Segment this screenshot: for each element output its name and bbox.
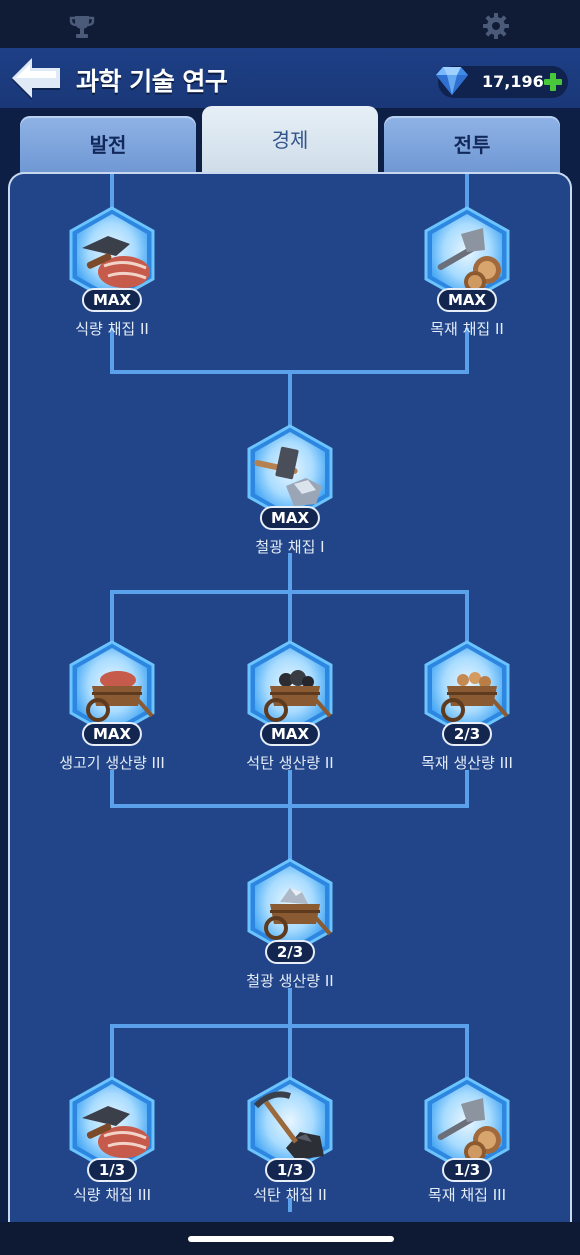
level-badge: 1/3 (265, 1158, 315, 1182)
tab-development[interactable]: 발전 (20, 116, 196, 174)
header: 과학 기술 연구 17,196 (0, 48, 580, 108)
currency-display: 17,196 (436, 66, 568, 98)
coal-cart-icon (246, 640, 334, 738)
tech-label: 목재 채집 II (430, 320, 504, 338)
tech-node-wood-gather-3[interactable]: 1/3 목재 채집 III (419, 1076, 515, 1204)
bottom-bar (0, 1222, 580, 1255)
level-badge: MAX (259, 506, 321, 530)
tech-label: 석탄 생산량 II (246, 754, 334, 772)
meat-cart-icon (68, 640, 156, 738)
tech-label: 식량 채집 II (75, 320, 149, 338)
tech-label: 식량 채집 III (72, 1186, 151, 1204)
level-badge: 2/3 (265, 940, 315, 964)
tech-node-coal-prod-2[interactable]: MAX 석탄 생산량 II (242, 640, 338, 772)
tab-economy[interactable]: 경제 (202, 106, 378, 174)
tech-node-iron-prod-2[interactable]: 2/3 철광 생산량 II (242, 858, 338, 990)
tech-label: 생고기 생산량 III (59, 754, 165, 772)
iron-cart-icon (246, 858, 334, 956)
tech-node-iron-gather-1[interactable]: MAX 철광 채집 I (242, 424, 338, 556)
tab-combat[interactable]: 전투 (384, 116, 560, 174)
add-currency-icon[interactable] (542, 71, 564, 93)
tech-node-coal-gather-2[interactable]: 1/3 석탄 채집 II (242, 1076, 338, 1204)
tech-label: 석탄 채집 II (253, 1186, 327, 1204)
level-badge: 1/3 (87, 1158, 137, 1182)
axe-log-icon (423, 1076, 511, 1174)
currency-value: 17,196 (482, 72, 544, 91)
tech-label: 목재 채집 III (427, 1186, 506, 1204)
level-badge: 2/3 (442, 722, 492, 746)
axe-log-icon (423, 206, 511, 304)
diamond-icon (434, 64, 470, 98)
hammer-ore-icon (246, 424, 334, 522)
gear-icon[interactable] (482, 12, 510, 40)
tech-node-food-gather-2[interactable]: MAX 식량 채집 II (64, 206, 160, 338)
level-badge: MAX (81, 288, 143, 312)
home-indicator[interactable] (188, 1236, 394, 1242)
level-badge: 1/3 (442, 1158, 492, 1182)
tech-node-wood-gather-2[interactable]: MAX 목재 채집 II (419, 206, 515, 338)
wood-cart-icon (423, 640, 511, 738)
trophy-icon[interactable] (68, 12, 96, 40)
top-bar (0, 0, 580, 48)
level-badge: MAX (436, 288, 498, 312)
tech-label: 철광 생산량 II (246, 972, 334, 990)
level-badge: MAX (259, 722, 321, 746)
tech-label: 철광 채집 I (255, 538, 325, 556)
tech-node-meat-prod-3[interactable]: MAX 생고기 생산량 III (59, 640, 165, 772)
meat-cleaver-icon (68, 1076, 156, 1174)
tech-node-food-gather-3[interactable]: 1/3 식량 채집 III (64, 1076, 160, 1204)
tech-label: 목재 생산량 III (421, 754, 513, 772)
back-arrow-icon[interactable] (8, 54, 64, 102)
level-badge: MAX (81, 722, 143, 746)
tech-node-wood-prod-3[interactable]: 2/3 목재 생산량 III (419, 640, 515, 772)
page-title: 과학 기술 연구 (76, 67, 228, 96)
